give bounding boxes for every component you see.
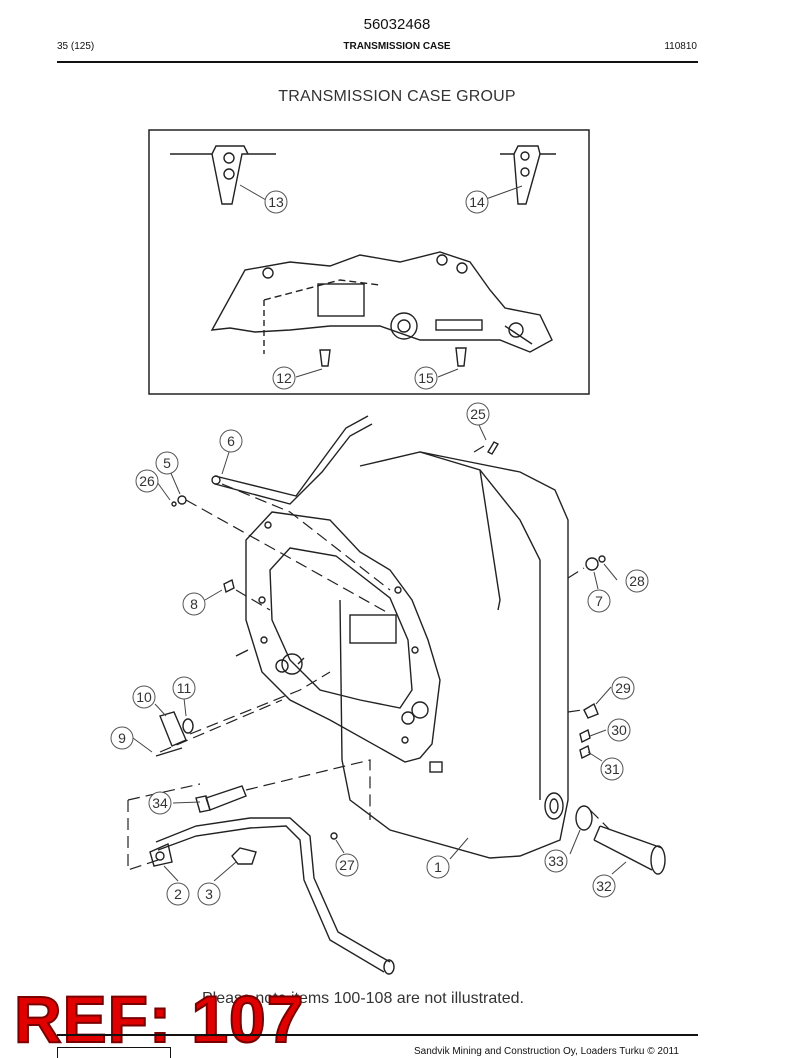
svg-text:30: 30 [611,722,627,738]
svg-text:15: 15 [418,370,434,386]
bolt-9 [155,747,183,757]
cover-plate [159,711,187,747]
plug-29 [583,702,599,719]
svg-text:14: 14 [469,194,485,210]
callout-11: 11 [172,676,196,700]
callout-27: 27 [335,853,359,877]
inset-frame [148,129,590,395]
callout-15: 15 [414,366,438,390]
svg-text:5: 5 [163,455,171,471]
svg-text:29: 29 [615,680,631,696]
document-number: 56032468 [363,16,431,33]
bracket-left [170,145,276,205]
svg-text:7: 7 [595,593,603,609]
callout-12: 12 [272,366,296,390]
note-text: Please note items 100-108 are not illust… [202,990,524,1007]
leader-lines [132,184,627,882]
inset-frame-casting [210,251,553,367]
svg-text:32: 32 [596,878,612,894]
alignment-lines [127,445,611,871]
svg-text:9: 9 [118,730,126,746]
section-title: TRANSMISSION CASE [343,41,451,52]
gasket [575,805,593,831]
callout-5: 5 [155,451,179,475]
transmission-case-body [245,451,569,859]
svg-text:26: 26 [139,473,155,489]
svg-text:10: 10 [136,689,152,705]
callout-9: 9 [110,726,134,750]
bracket-right [500,145,556,205]
svg-text:2: 2 [174,886,182,902]
ref-label: REF: 107 [13,982,305,1056]
svg-text:33: 33 [548,853,564,869]
plug-8 [223,578,235,594]
callout-6: 6 [219,429,243,453]
svg-text:13: 13 [268,194,284,210]
svg-text:27: 27 [339,857,355,873]
callout-2: 2 [166,882,190,906]
callout-29: 29 [611,676,635,700]
breather-pipe [211,415,373,505]
callout-13: 13 [264,190,288,214]
plug-27 [330,832,338,840]
svg-text:8: 8 [190,596,198,612]
callout-10: 10 [132,685,156,709]
callout-14: 14 [465,190,489,214]
filler-tube [593,825,666,875]
date-code: 110810 [664,41,697,52]
callout-32: 32 [592,874,616,898]
callout-25: 25 [466,402,490,426]
sensor-fitting [195,785,247,813]
callout-7: 7 [587,589,611,613]
o-ring-11 [182,718,194,734]
svg-text:11: 11 [177,680,192,696]
callout-30: 30 [607,718,631,742]
svg-text:28: 28 [629,573,645,589]
svg-text:34: 34 [152,795,168,811]
plug-7 [585,557,599,571]
header-rule [57,61,698,63]
svg-text:1: 1 [434,859,442,875]
callout-33: 33 [544,849,568,873]
diagram-title: TRANSMISSION CASE GROUP [278,88,516,105]
svg-text:31: 31 [604,761,620,777]
svg-text:25: 25 [470,406,486,422]
seal-28 [598,555,606,563]
footer-rule [57,1034,698,1036]
callout-3: 3 [197,882,221,906]
page-reference: 35 (125) [57,41,95,52]
svg-text:3: 3 [205,886,213,902]
suction-pipe [149,817,395,975]
svg-text:12: 12 [276,370,292,386]
callout-26: 26 [135,469,159,493]
svg-text:6: 6 [227,433,235,449]
callout-34: 34 [148,791,172,815]
pin-25 [487,441,499,455]
callout-1: 1 [426,855,450,879]
footer-copyright: Sandvik Mining and Construction Oy, Load… [414,1046,679,1057]
callout-28: 28 [625,569,649,593]
callout-31: 31 [600,757,624,781]
callout-8: 8 [182,592,206,616]
callouts: 13 14 12 15 25 6 5 26 28 7 8 29 10 11 30… [110,190,649,906]
